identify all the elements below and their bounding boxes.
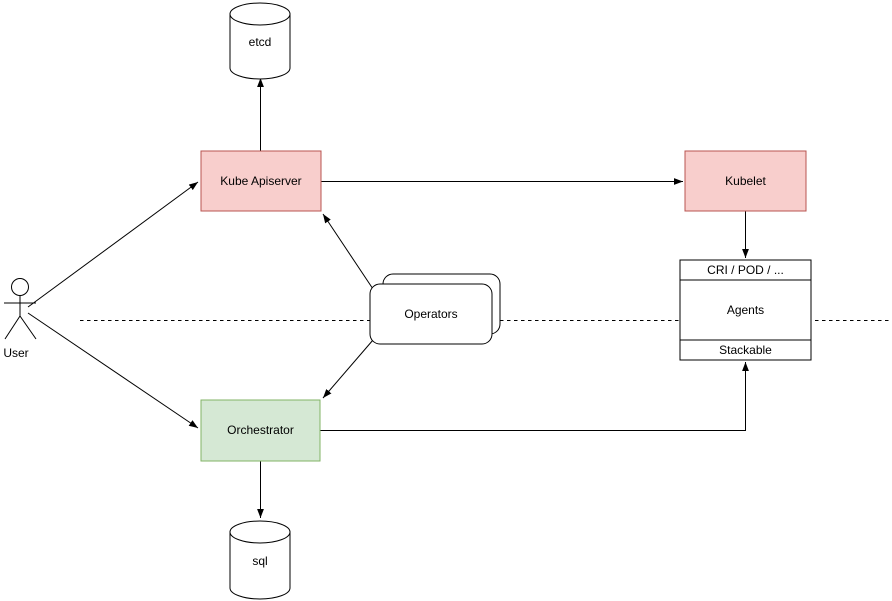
node-orchestrator: Orchestrator (200, 399, 321, 462)
node-kubelet: Kubelet (684, 150, 807, 212)
kubelet-label: Kubelet (725, 174, 766, 188)
agents-stack-dividers (680, 279, 811, 341)
node-kube-apiserver: Kube Apiserver (200, 150, 322, 212)
edges (27, 78, 749, 518)
node-agents-stack: CRI / POD / ... Agents Stackable (679, 259, 812, 361)
operators-front-card (369, 283, 493, 345)
actor-body-icon (4, 295, 37, 340)
etcd-label: etcd (249, 35, 272, 49)
actor-head-icon (11, 278, 29, 296)
sql-label: sql (252, 554, 267, 568)
agents-stack-header: CRI / POD / ... (707, 263, 784, 277)
agents-stack-body: Agents (727, 303, 764, 317)
node-operators: Operators (369, 273, 501, 345)
orchestrator-label: Orchestrator (227, 423, 294, 437)
edge-orchestrator-to-agents-stack (320, 362, 749, 431)
agents-stack-box (679, 259, 812, 361)
edge-user-to-kube-apiserver (27, 181, 199, 308)
edge-operators-to-kube-apiserver (322, 213, 374, 290)
user-label: User (3, 346, 28, 360)
agents-stack-footer: Stackable (719, 343, 772, 357)
sql-cylinder-rim (229, 531, 291, 544)
edge-operators-to-orchestrator (322, 339, 374, 399)
node-user: User (3, 278, 37, 360)
etcd-cylinder-rim (229, 13, 291, 26)
operators-label: Operators (404, 307, 457, 321)
node-sql: sql (229, 520, 291, 600)
edge-user-to-orchestrator (27, 312, 199, 429)
kube-apiserver-label: Kube Apiserver (220, 174, 301, 188)
kubelet-box (684, 150, 807, 212)
node-etcd: etcd (229, 2, 291, 80)
kube-apiserver-box (200, 150, 322, 212)
orchestrator-box (200, 399, 321, 462)
